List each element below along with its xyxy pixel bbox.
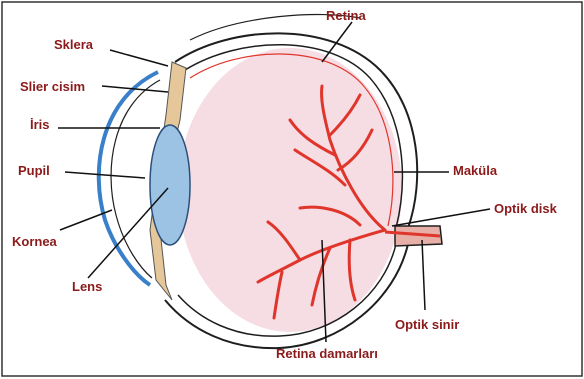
label-lens: Lens	[72, 280, 102, 293]
label-sklera: Sklera	[54, 38, 93, 51]
label-kornea: Kornea	[12, 235, 57, 248]
label-pupil: Pupil	[18, 164, 50, 177]
label-optik-disk: Optik disk	[494, 202, 557, 215]
label-makula: Maküla	[453, 164, 497, 177]
label-iris: İris	[30, 118, 50, 131]
label-retina: Retina	[326, 9, 366, 22]
eyeball-interior	[178, 48, 402, 332]
lens-shape	[150, 125, 190, 245]
label-retina-damarlari: Retina damarları	[276, 347, 378, 360]
label-optik-sinir: Optik sinir	[395, 318, 459, 331]
label-slier-cisim: Slier cisim	[20, 80, 85, 93]
